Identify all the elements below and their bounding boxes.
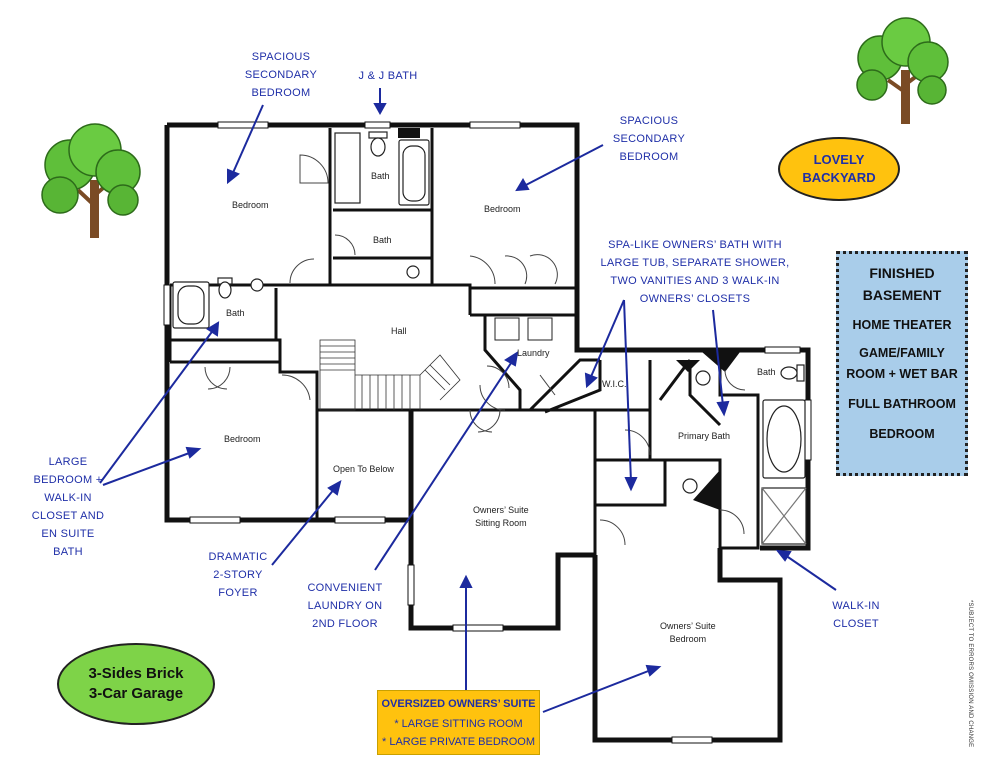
door-swing-icon <box>204 154 746 546</box>
brick-line-2: 3-Car Garage <box>88 685 184 702</box>
callout-spacious-bedroom-2: SPACIOUS SECONDARY BEDROOM <box>604 112 694 166</box>
callout-line: SECONDARY <box>612 133 686 145</box>
callout-line: BEDROOM + <box>33 474 103 486</box>
suite-box-title: OVERSIZED OWNERS’ SUITE <box>381 698 536 710</box>
callout-line: LAUNDRY ON <box>307 600 383 612</box>
basement-item-line: ROOM + WET BAR <box>846 367 958 381</box>
basement-title-line: BASEMENT <box>862 287 942 303</box>
brick-garage-badge: 3-Sides Brick 3-Car Garage <box>57 643 215 725</box>
callout-line: SPA-LIKE OWNERS’ BATH WITH <box>608 239 782 251</box>
callout-line: FOYER <box>218 587 258 599</box>
basement-title-line: FINISHED <box>869 265 935 281</box>
bathtub-icon <box>172 139 807 545</box>
room-label-bath-jj-top: Bath <box>371 171 390 181</box>
callout-walkin-closet: WALK-IN CLOSET <box>818 597 894 633</box>
backyard-line-2: BACKYARD <box>802 170 876 185</box>
callout-spa-bath: SPA-LIKE OWNERS’ BATH WITH LARGE TUB, SE… <box>597 236 793 308</box>
laundry-appliances <box>494 317 553 341</box>
callout-line: 2ND FLOOR <box>312 618 378 630</box>
callout-foyer: DRAMATIC 2-STORY FOYER <box>198 548 278 602</box>
callout-line: TWO VANITIES AND 3 WALK-IN <box>610 275 780 287</box>
room-label-primary-bath: Primary Bath <box>678 431 731 441</box>
basement-item-game-family: GAME/FAMILY ROOM + WET BAR <box>839 343 965 385</box>
finished-basement-box: FINISHED BASEMENT HOME THEATER GAME/FAMI… <box>836 251 968 476</box>
callout-line: J & J BATH <box>358 70 418 82</box>
callout-line: 2-STORY <box>213 569 263 581</box>
callout-spacious-bedroom-1: SPACIOUS SECONDARY BEDROOM <box>236 48 326 102</box>
brick-line-1: 3-Sides Brick <box>88 665 184 682</box>
room-label-hall: Hall <box>391 326 407 336</box>
callout-line: LARGE TUB, SEPARATE SHOWER, <box>600 257 790 269</box>
suite-box-item-sitting: * LARGE SITTING ROOM <box>394 718 523 730</box>
room-label-bedroom-nw: Bedroom <box>232 200 269 210</box>
callout-line: OWNERS’ CLOSETS <box>639 293 751 305</box>
callout-line: CONVENIENT <box>307 582 383 594</box>
suite-bedroom-line-2: Bedroom <box>669 634 707 644</box>
callout-line: SPACIOUS <box>251 51 311 63</box>
interior-walls <box>168 128 760 555</box>
basement-item-line: GAME/FAMILY <box>859 346 945 360</box>
callout-arrows <box>99 88 837 713</box>
basement-item-bedroom: BEDROOM <box>869 427 935 441</box>
tree-icon-left <box>41 123 141 238</box>
callout-line: CLOSET AND <box>31 510 105 522</box>
suite-box-item-bedroom: * LARGE PRIVATE BEDROOM <box>381 736 535 748</box>
backyard-line-1: LOVELY <box>813 152 865 167</box>
callout-line: SPACIOUS <box>619 115 679 127</box>
disclaimer-text: *SUBJECT TO ERRORS OMISSION AND CHANGE <box>967 600 973 748</box>
oversized-suite-box: OVERSIZED OWNERS’ SUITE * LARGE SITTING … <box>377 690 540 755</box>
room-label-bath-primary-small: Bath <box>757 367 776 377</box>
room-label-bath-west: Bath <box>226 308 245 318</box>
room-label-bath-jj-mid: Bath <box>373 235 392 245</box>
basement-item-home-theater: HOME THEATER <box>852 318 952 332</box>
callout-line: BEDROOM <box>619 151 679 163</box>
callout-laundry: CONVENIENT LAUNDRY ON 2ND FLOOR <box>300 579 390 633</box>
callout-line: LARGE <box>48 456 88 468</box>
room-label-wic: W.I.C. <box>602 379 627 389</box>
sitting-room-line-2: Sitting Room <box>475 518 527 528</box>
walls <box>164 122 811 743</box>
staircase-icon <box>319 339 461 411</box>
callout-line: WALK-IN <box>832 600 880 612</box>
sitting-room-line-1: Owners’ Suite <box>473 505 529 515</box>
callout-line: CLOSET <box>833 618 879 630</box>
sink-icon <box>250 132 711 494</box>
callout-line: WALK-IN <box>44 492 92 504</box>
room-label-bedroom-n: Bedroom <box>484 204 521 214</box>
callout-line: DRAMATIC <box>208 551 268 563</box>
callout-jj-bath: J & J BATH <box>348 67 428 85</box>
room-label-open-to-below: Open To Below <box>333 464 394 474</box>
room-label-sitting-room: Owners’ Suite Sitting Room <box>473 504 529 530</box>
basement-title: FINISHED BASEMENT <box>839 262 965 306</box>
room-label-bedroom-w: Bedroom <box>224 434 261 444</box>
suite-bedroom-line-1: Owners’ Suite <box>660 621 716 631</box>
room-label-suite-bedroom: Owners’ Suite Bedroom <box>660 620 716 646</box>
callout-line: EN SUITE <box>41 528 95 540</box>
basement-item-full-bathroom: FULL BATHROOM <box>848 397 956 411</box>
backyard-badge: LOVELY BACKYARD <box>778 137 900 201</box>
windows <box>163 121 812 744</box>
callout-line: BATH <box>53 546 83 558</box>
callout-line: BEDROOM <box>251 87 311 99</box>
callout-line: SECONDARY <box>244 69 318 81</box>
room-label-laundry: Laundry <box>517 348 550 358</box>
toilet-icon <box>217 131 805 382</box>
callout-large-bedroom: LARGE BEDROOM + WALK-IN CLOSET AND EN SU… <box>28 453 108 561</box>
tree-icon-right <box>856 17 949 124</box>
